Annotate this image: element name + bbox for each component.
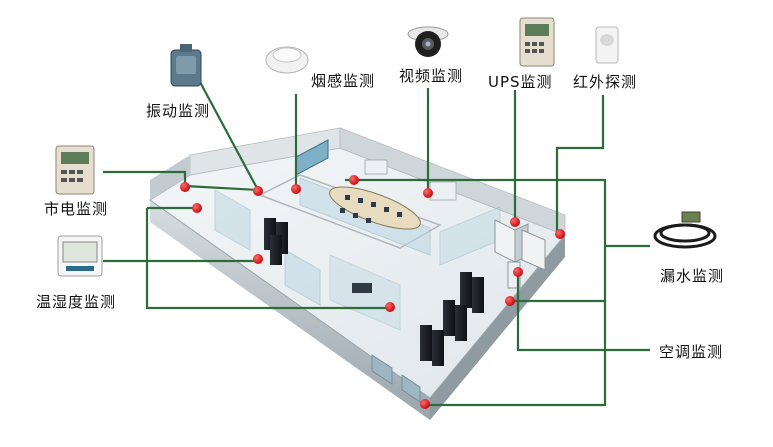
line-top-bus: [345, 178, 607, 407]
sensor-dot[interactable]: [253, 186, 263, 196]
sensor-dot[interactable]: [192, 203, 202, 213]
label-temp-humidity: 温湿度监测: [36, 293, 117, 311]
sensor-dots: [180, 175, 565, 409]
back-wall-b: [339, 127, 566, 236]
front-windows: [371, 354, 421, 403]
power-meter-icon: [55, 145, 95, 195]
front-wall-left: [150, 200, 430, 420]
server-racks-a: [264, 218, 288, 265]
sensor-dot[interactable]: [349, 175, 359, 185]
sensor-dot[interactable]: [510, 217, 520, 227]
vibration-sensor-icon: [170, 44, 202, 87]
front-wall-right: [430, 235, 565, 420]
floor-plan: [149, 127, 566, 420]
ups-monitor-icon: [519, 17, 555, 67]
label-ups: UPS监测: [488, 73, 553, 91]
line-mains-room: [184, 184, 259, 192]
left-end-wall: [150, 155, 190, 200]
sensor-dot[interactable]: [253, 254, 263, 264]
dome-camera-icon: [407, 26, 449, 57]
glass-wall-3: [214, 189, 251, 251]
partition-1: [258, 174, 442, 249]
leak-cable-icon: [653, 211, 717, 249]
label-aircon: 空调监测: [659, 343, 724, 361]
sensor-dot[interactable]: [385, 302, 395, 312]
line-mains: [103, 170, 187, 186]
sensor-dot[interactable]: [291, 184, 301, 194]
sensor-dot[interactable]: [555, 229, 565, 239]
sensor-dot[interactable]: [505, 296, 515, 306]
label-water-leak: 漏水监测: [660, 267, 725, 285]
sensor-dot[interactable]: [180, 182, 190, 192]
label-smoke: 烟感监测: [311, 72, 376, 90]
thermo-hygrometer-icon: [57, 235, 103, 277]
sensor-dot[interactable]: [423, 188, 433, 198]
glass-wall-2: [284, 249, 321, 306]
connector-lines: [103, 81, 650, 407]
label-vibration: 振动监测: [146, 102, 211, 120]
line-infrared: [555, 95, 605, 232]
back-cabinet-2: [429, 181, 457, 201]
chairs: [340, 195, 402, 223]
line-vibration: [199, 81, 259, 191]
smoke-detector-icon: [265, 46, 309, 74]
server-racks-b: [420, 272, 484, 366]
sensor-dot[interactable]: [420, 399, 430, 409]
line-temp-bus: [145, 208, 390, 310]
infrared-detector-icon: [595, 26, 619, 64]
label-video: 视频监测: [399, 67, 464, 85]
label-infrared: 红外探测: [573, 73, 638, 91]
label-mains: 市电监测: [44, 200, 109, 218]
sensor-dot[interactable]: [513, 267, 523, 277]
back-cabinet: [364, 159, 388, 175]
line-aircon: [516, 272, 650, 352]
office-desk: [352, 283, 372, 293]
